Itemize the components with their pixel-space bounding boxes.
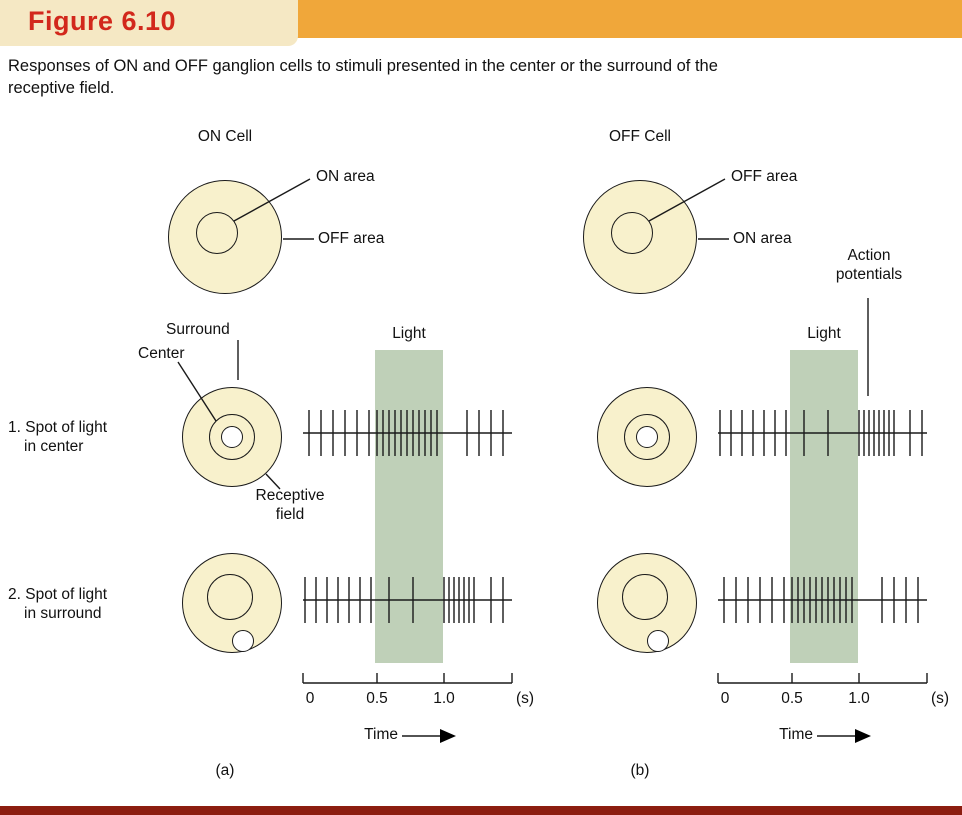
axis-b-tick-05: 0.5 [781, 690, 803, 707]
stimulus-center-b2 [622, 574, 668, 620]
light-label-a: Light [392, 325, 426, 342]
row2-label-line1: 2. Spot of light [8, 586, 108, 603]
header-tan-box [0, 0, 298, 46]
on-cell-title: ON Cell [197, 128, 253, 145]
receptive-field-center-b-top [611, 212, 653, 254]
receptive-field-center-a-top [196, 212, 238, 254]
row1-label-line2: in center [24, 438, 84, 455]
action-potentials-label: Action potentials [835, 247, 903, 283]
off-area-label-b: OFF area [731, 168, 798, 185]
axis-b-unit: (s) [931, 690, 950, 707]
light-spot-a2 [232, 630, 254, 652]
panel-b-tag: (b) [630, 762, 650, 779]
off-area-label: OFF area [318, 230, 385, 247]
time-arrow-head [440, 729, 456, 743]
receptive-field-label: Receptive field [255, 487, 325, 523]
axis-a-time-label: Time [364, 726, 398, 743]
panel-a-tag: (a) [215, 762, 235, 779]
on-area-label-b: ON area [733, 230, 792, 247]
off-cell-title: OFF Cell [609, 128, 671, 145]
caption-line-1: Responses of ON and OFF ganglion cells t… [8, 57, 718, 75]
axis-a-tick-10: 1.0 [433, 690, 455, 707]
stimulus-center-a1 [209, 414, 255, 460]
row2-label-line2: in surround [24, 605, 102, 622]
stimulus-center-a2 [207, 574, 253, 620]
figure-caption: Responses of ON and OFF ganglion cells t… [8, 56, 938, 100]
row1-label-line1: 1. Spot of light [8, 419, 108, 436]
caption-line-2: receptive field. [8, 78, 115, 97]
axis-a-tick-0: 0 [305, 690, 315, 707]
light-band-b [790, 350, 858, 663]
axis-b-tick-0: 0 [720, 690, 730, 707]
axis-b-tick-10: 1.0 [848, 690, 870, 707]
light-spot-b2 [647, 630, 669, 652]
bottom-border-bar [0, 806, 962, 815]
axis-b-time-label: Time [779, 726, 813, 743]
center-label: Center [138, 345, 185, 362]
surround-label: Surround [166, 321, 230, 338]
on-area-label: ON area [316, 168, 375, 185]
figure-label: Figure 6.10 [28, 6, 177, 36]
time-arrow-head [855, 729, 871, 743]
axis-a-tick-05: 0.5 [366, 690, 388, 707]
light-spot-a1 [221, 426, 243, 448]
light-band-a [375, 350, 443, 663]
light-spot-b1 [636, 426, 658, 448]
stimulus-center-b1 [624, 414, 670, 460]
axis-a-unit: (s) [516, 690, 535, 707]
light-label-b: Light [807, 325, 841, 342]
